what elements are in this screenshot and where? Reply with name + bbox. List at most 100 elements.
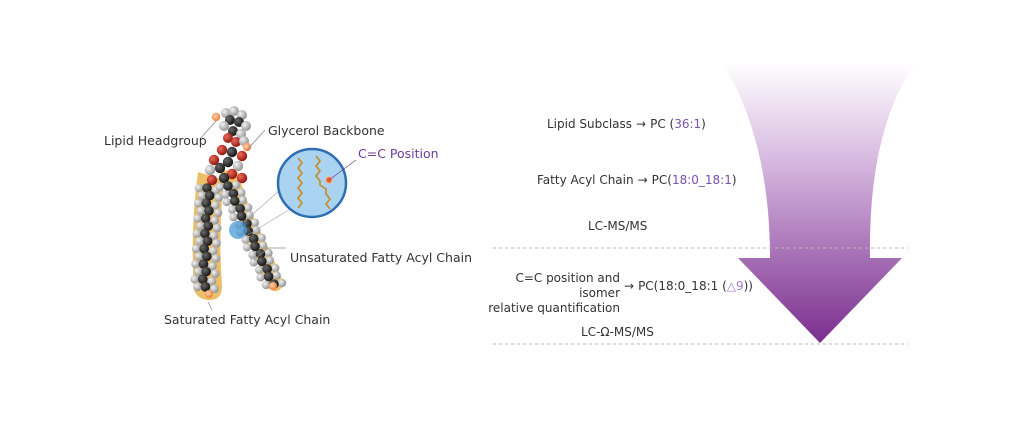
atom	[248, 233, 259, 244]
atom	[258, 241, 268, 250]
atom	[200, 213, 211, 224]
cc-isomer-value-prefix: PC(18:0_18:1 (	[638, 279, 727, 293]
atom	[228, 188, 239, 199]
atom	[231, 137, 241, 147]
atom	[211, 112, 221, 122]
atom	[256, 273, 265, 282]
atom	[222, 156, 234, 168]
atom	[193, 282, 202, 292]
atom	[227, 205, 237, 214]
atom	[213, 208, 223, 218]
atom	[226, 146, 238, 158]
atom	[210, 269, 220, 278]
atom	[204, 190, 215, 201]
cc-isomer-value-suffix: ))	[743, 279, 753, 293]
leader-line-glycerol	[246, 129, 266, 151]
atom	[200, 282, 211, 292]
atom	[218, 172, 230, 184]
atom	[209, 231, 219, 240]
atom	[264, 248, 273, 258]
method-lc-ms-ms: LC-MS/MS	[588, 219, 648, 233]
down-arrow-gradient-icon	[722, 62, 916, 343]
atom	[236, 150, 248, 162]
atom	[198, 274, 208, 285]
atom	[277, 278, 287, 288]
atom	[262, 264, 273, 274]
atom	[208, 154, 220, 166]
atom	[271, 263, 280, 273]
leader-line-headgroup	[199, 120, 217, 140]
atom	[204, 206, 214, 216]
row-lipid-subclass: Lipid Subclass→PC (36:1)	[547, 117, 706, 131]
atom	[200, 228, 210, 239]
subclass-label: Lipid Subclass	[547, 117, 633, 131]
cc-isomer-label-line2: relative quantification	[488, 301, 620, 315]
atom	[214, 193, 223, 202]
atom	[226, 168, 238, 180]
atom	[232, 160, 244, 172]
atom	[223, 133, 233, 143]
atom	[242, 142, 252, 152]
atom	[195, 221, 205, 231]
fatty-acyl-value-prefix: PC(	[651, 173, 672, 187]
atom	[243, 203, 253, 212]
atom	[203, 221, 214, 231]
method-lc-omega-ms-ms: LC-Ω-MS/MS	[581, 325, 654, 339]
atom	[263, 271, 274, 282]
atom	[202, 251, 212, 262]
atom	[194, 198, 203, 208]
atom	[236, 172, 248, 184]
atom	[223, 181, 233, 191]
atom	[211, 200, 220, 210]
fatty-acyl-value-suffix: )	[731, 173, 737, 187]
leader-line-inset-top	[243, 189, 281, 223]
atom	[249, 258, 259, 267]
atom	[257, 256, 267, 267]
atom	[193, 214, 202, 223]
atom	[208, 261, 217, 271]
atom	[269, 282, 277, 290]
atom	[205, 290, 213, 298]
atom	[212, 223, 222, 233]
label-cc-position: C=C Position	[358, 146, 439, 161]
atom	[229, 196, 240, 206]
atom	[242, 243, 252, 252]
atom	[261, 280, 271, 290]
molecule-atoms	[190, 106, 287, 298]
right-arrow-icon: →	[636, 117, 647, 131]
atom	[215, 182, 225, 192]
atom	[250, 241, 260, 252]
label-saturated-chain: Saturated Fatty Acyl Chain	[164, 312, 331, 327]
atom	[241, 235, 250, 244]
atom	[208, 246, 218, 256]
subclass-value-highlight: 36:1	[674, 117, 702, 131]
atom	[192, 229, 202, 238]
atom	[221, 190, 230, 199]
cc-isomer-value-highlight: △9	[726, 279, 744, 293]
cc-isomer-label: C=C position and isomer relative quantif…	[480, 271, 620, 316]
atom	[193, 267, 203, 276]
cc-bond-highlight	[229, 221, 247, 239]
atom	[194, 183, 204, 193]
atom	[190, 274, 200, 284]
magnifier-circle-icon	[276, 147, 348, 219]
atom	[191, 244, 201, 254]
atom	[238, 195, 247, 205]
atom	[202, 236, 213, 246]
atom	[252, 226, 261, 235]
label-unsaturated-chain: Unsaturated Fatty Acyl Chain	[290, 250, 472, 265]
atom	[191, 259, 200, 269]
atom	[212, 238, 221, 248]
atom	[219, 121, 229, 131]
leader-line-saturated	[207, 301, 213, 311]
atom	[194, 252, 204, 261]
fatty-acyl-value-highlight: 18:0_18:1	[671, 173, 732, 187]
right-arrow-icon: →	[637, 173, 648, 187]
atom	[211, 254, 221, 263]
cc-isomer-label-line1: C=C position and isomer	[515, 271, 620, 300]
atom	[204, 164, 216, 176]
atom	[231, 180, 241, 190]
atom	[210, 284, 219, 294]
right-arrow-icon: →	[624, 279, 635, 293]
